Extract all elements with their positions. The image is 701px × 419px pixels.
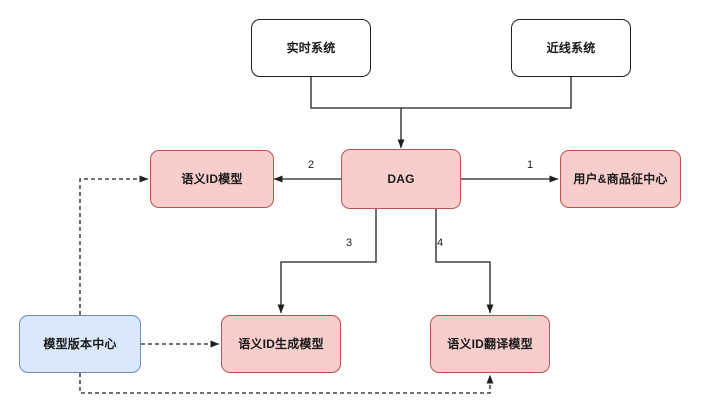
node-nearline-system[interactable]: 近线系统	[511, 19, 631, 77]
edge-model-version-to-semantic-id-trans-model	[79, 373, 494, 394]
node-user-item-center-label: 用户&商品征中心	[573, 171, 668, 186]
edge-label-dag-to-semantic-id-gen-model: 3	[346, 237, 353, 249]
node-semantic-id-trans-model-label: 语义ID翻译模型	[447, 336, 533, 351]
edge-dag-to-semantic-id-trans-model	[435, 209, 494, 314]
node-realtime-system-label: 实时系统	[286, 40, 336, 55]
edge-realtime-to-dag	[310, 77, 401, 109]
node-semantic-id-model[interactable]: 语义ID模型	[150, 150, 274, 208]
node-realtime-system[interactable]: 实时系统	[251, 19, 371, 77]
edge-label-dag-to-semantic-id-trans-model: 4	[437, 237, 444, 249]
node-semantic-id-model-label: 语义ID模型	[181, 171, 243, 186]
edge-model-version-to-semantic-id-model	[79, 175, 149, 315]
node-model-version-center-label: 模型版本中心	[43, 336, 117, 351]
node-dag[interactable]: DAG	[341, 149, 461, 209]
edge-label-dag-to-user-item-center: 1	[527, 159, 534, 171]
node-dag-label: DAG	[387, 171, 415, 186]
node-model-version-center[interactable]: 模型版本中心	[19, 315, 141, 373]
edge-dag-to-semantic-id-gen-model	[277, 209, 377, 314]
node-semantic-id-gen-model[interactable]: 语义ID生成模型	[221, 315, 341, 373]
edge-label-dag-to-semantic-id-model: 2	[308, 159, 315, 171]
edge-nearline-to-dag	[401, 77, 572, 109]
node-semantic-id-gen-model-label: 语义ID生成模型	[238, 336, 324, 351]
node-semantic-id-trans-model[interactable]: 语义ID翻译模型	[430, 315, 550, 373]
node-nearline-system-label: 近线系统	[546, 40, 596, 55]
node-user-item-center[interactable]: 用户&商品征中心	[560, 150, 681, 208]
